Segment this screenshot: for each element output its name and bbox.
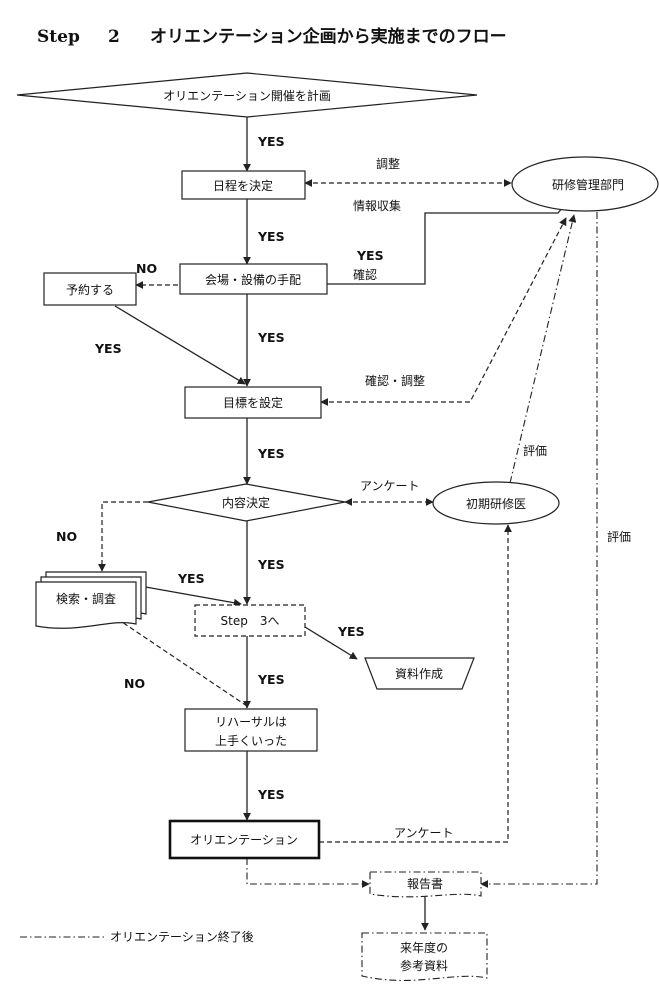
reserve-node: 予約する (43, 272, 137, 306)
rehearsal-label-line2: 上手くいった (215, 734, 287, 748)
next-year-label-line1: 来年度の (400, 940, 448, 955)
reserve-label: 予約する (66, 282, 114, 297)
yes-label-reserve: YES (94, 341, 122, 356)
edge-reserve-goal (114, 305, 246, 385)
goal-label: 目標を設定 (223, 395, 283, 410)
title-number: 2 (108, 27, 120, 47)
content-label: 内容決定 (222, 495, 270, 510)
yes-label-schedule: YES (257, 229, 285, 244)
plan-node: オリエンテーション開催を計画 (16, 72, 478, 118)
yes-label-rehearsal: YES (257, 787, 285, 802)
no-label-venue: NO (136, 261, 157, 276)
edge-step3-materials (304, 626, 358, 660)
edge-resident-dept-evaluation (509, 214, 577, 484)
edge-rehearsal-search-no (112, 615, 248, 707)
yes-label-content: YES (257, 557, 285, 572)
materials-label: 資料作成 (395, 667, 443, 681)
edge-orientation-resident-survey (319, 524, 512, 843)
yes-label-venue: YES (257, 330, 285, 345)
edge-orientation-report (246, 858, 370, 888)
edge-search-step3 (139, 585, 242, 607)
no-label-content: NO (56, 529, 77, 544)
edge-dept-report-evaluation (480, 212, 598, 888)
orientation-label: オリエンテーション (190, 833, 298, 847)
yes-label-venue-dept: YES (356, 248, 384, 263)
legend: オリエンテーション終了後 (20, 929, 254, 944)
report-node: 報告書 (369, 871, 482, 898)
search-node: 検索・調査 (35, 571, 147, 629)
schedule-node: 日程を決定 (181, 170, 306, 200)
plan-label: オリエンテーション開催を計画 (163, 88, 331, 103)
goal-node: 目標を設定 (184, 386, 322, 419)
report-label: 報告書 (407, 877, 443, 891)
search-label: 検索・調査 (56, 592, 116, 606)
venue-node: 会場・設備の手配 (179, 263, 328, 295)
confirm-label: 確認 (353, 267, 377, 282)
schedule-label: 日程を決定 (213, 178, 273, 193)
survey-label-orientation: アンケート (394, 826, 454, 840)
evaluation-label-dept: 評価 (607, 529, 631, 544)
rehearsal-node: リハーサルは 上手くいった (184, 708, 318, 752)
yes-label-plan: YES (257, 134, 285, 149)
next-year-node: 来年度の 参考資料 (361, 932, 488, 981)
yes-label-goal: YES (257, 446, 285, 461)
resident-label: 初期研修医 (466, 496, 526, 511)
step3-label: Step 3へ (221, 614, 280, 628)
survey-label-content: アンケート (360, 479, 420, 493)
adjust-label: 調整 (376, 156, 400, 171)
yes-label-materials: YES (337, 624, 365, 639)
yes-label-step3: YES (257, 672, 285, 687)
edge-content-search-no (98, 501, 148, 572)
edge-goal-dept-confirm (320, 217, 567, 406)
no-label-rehearsal: NO (124, 676, 145, 691)
venue-label: 会場・設備の手配 (205, 272, 301, 287)
dept-label: 研修管理部門 (552, 177, 624, 192)
dept-node: 研修管理部門 (511, 156, 659, 212)
yes-label-search: YES (177, 571, 205, 586)
confirm-adjust-label: 確認・調整 (365, 373, 425, 388)
materials-node: 資料作成 (364, 657, 475, 690)
title-step: Step (37, 27, 80, 47)
legend-label: オリエンテーション終了後 (110, 929, 254, 944)
title-text: オリエンテーション企画から実施までのフロー (150, 26, 507, 47)
rehearsal-label-line1: リハーサルは (215, 715, 287, 729)
next-year-label-line2: 参考資料 (400, 958, 448, 973)
resident-node: 初期研修医 (432, 481, 560, 525)
orientation-node: オリエンテーション (168, 819, 321, 860)
evaluation-label-resident: 評価 (523, 443, 547, 458)
info-gathering-label: 情報収集 (353, 198, 401, 213)
step3-node: Step 3へ (194, 604, 306, 637)
content-node: 内容決定 (147, 483, 346, 522)
